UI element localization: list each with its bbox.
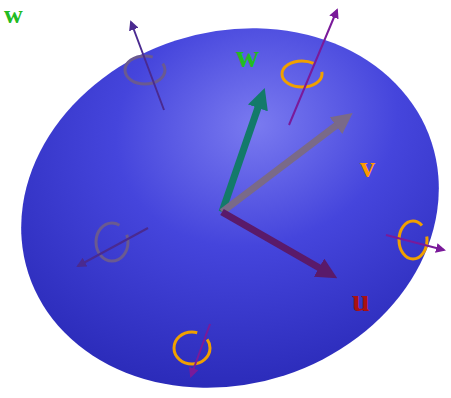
- axis-vector: [222, 118, 346, 212]
- rotation-marker: [78, 223, 148, 266]
- axis-label: w: [236, 40, 259, 72]
- rotation-marker: [174, 324, 210, 376]
- axis-vector: [222, 212, 330, 274]
- axis-label: w: [4, 2, 23, 28]
- rotation-marker: [282, 10, 337, 125]
- axis-label: u: [352, 284, 370, 316]
- rotation-marker: [125, 22, 165, 110]
- rotation-marker: [386, 221, 444, 259]
- axis-label: v: [360, 152, 375, 182]
